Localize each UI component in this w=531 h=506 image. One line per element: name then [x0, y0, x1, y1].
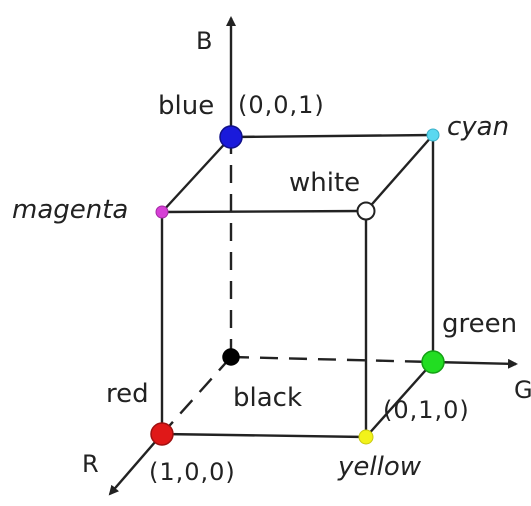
label-magenta: magenta: [12, 195, 128, 225]
vertex-red: [150, 422, 174, 446]
vertex-magenta: [155, 205, 169, 219]
label-blue: blue: [158, 91, 214, 121]
edge-magenta-white: [161, 209, 367, 214]
g-axis: [432, 358, 518, 369]
coord-green: (0,1,0): [383, 396, 470, 424]
coord-red: (1,0,0): [149, 458, 236, 486]
vertex-black: [222, 348, 240, 366]
label-green: green: [442, 309, 517, 339]
b-axis-label: B: [196, 27, 212, 55]
label-white: white: [289, 168, 360, 198]
vertex-green: [421, 350, 445, 374]
edge-green-yellow: [365, 361, 434, 438]
edge-blue-magenta: [161, 136, 232, 213]
vertex-white: [356, 201, 376, 221]
r-axis: [108, 433, 163, 496]
r-axis-label: R: [82, 450, 99, 478]
label-red: red: [106, 379, 149, 409]
label-black: black: [233, 383, 302, 413]
edge-cyan-white: [365, 134, 434, 212]
edge-black-red: [161, 356, 232, 435]
g-axis-label: G: [514, 376, 531, 404]
label-cyan: cyan: [447, 112, 509, 142]
vertex-cyan: [426, 128, 440, 142]
edge-red-yellow: [161, 432, 367, 439]
vertex-yellow: [358, 429, 374, 445]
edge-blue-cyan: [230, 133, 434, 139]
edge-black-green: [230, 355, 434, 364]
label-yellow: yellow: [337, 452, 422, 482]
vertex-blue: [219, 125, 243, 149]
coord-blue: (0,0,1): [238, 91, 325, 119]
